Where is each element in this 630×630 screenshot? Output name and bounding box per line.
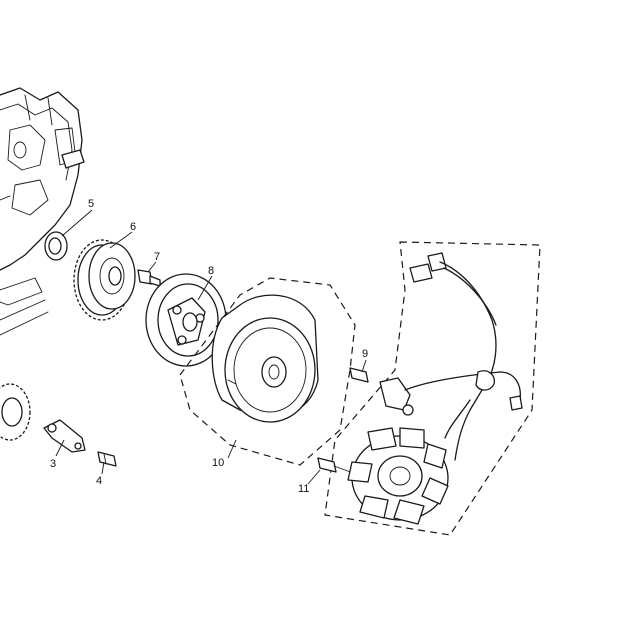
part-9-pickup <box>349 367 414 416</box>
stator <box>347 427 449 525</box>
part-4-bolt <box>97 451 117 467</box>
stator-group-outline <box>324 241 541 536</box>
callout-9: 9 <box>362 348 368 360</box>
callout-10: 10 <box>212 457 224 469</box>
part-3-bracket <box>0 383 86 453</box>
callout-4: 4 <box>96 475 102 487</box>
callout-7: 7 <box>154 251 160 263</box>
callout-3: 3 <box>50 458 56 470</box>
callout-8: 8 <box>208 265 214 277</box>
part-10-flywheel-group <box>179 277 356 466</box>
part-7-bolt <box>137 269 161 287</box>
callout-11: 11 <box>298 483 309 495</box>
part-5-seal <box>44 231 68 261</box>
part-11-bolt <box>317 457 357 475</box>
wiring-harness <box>404 252 523 461</box>
callout-5: 5 <box>88 198 94 210</box>
part-8-starter-clutch <box>145 273 227 367</box>
crankcase <box>0 87 85 336</box>
part-6-sprocket <box>73 239 136 321</box>
leader-lines <box>55 209 367 485</box>
callout-6: 6 <box>130 221 136 233</box>
